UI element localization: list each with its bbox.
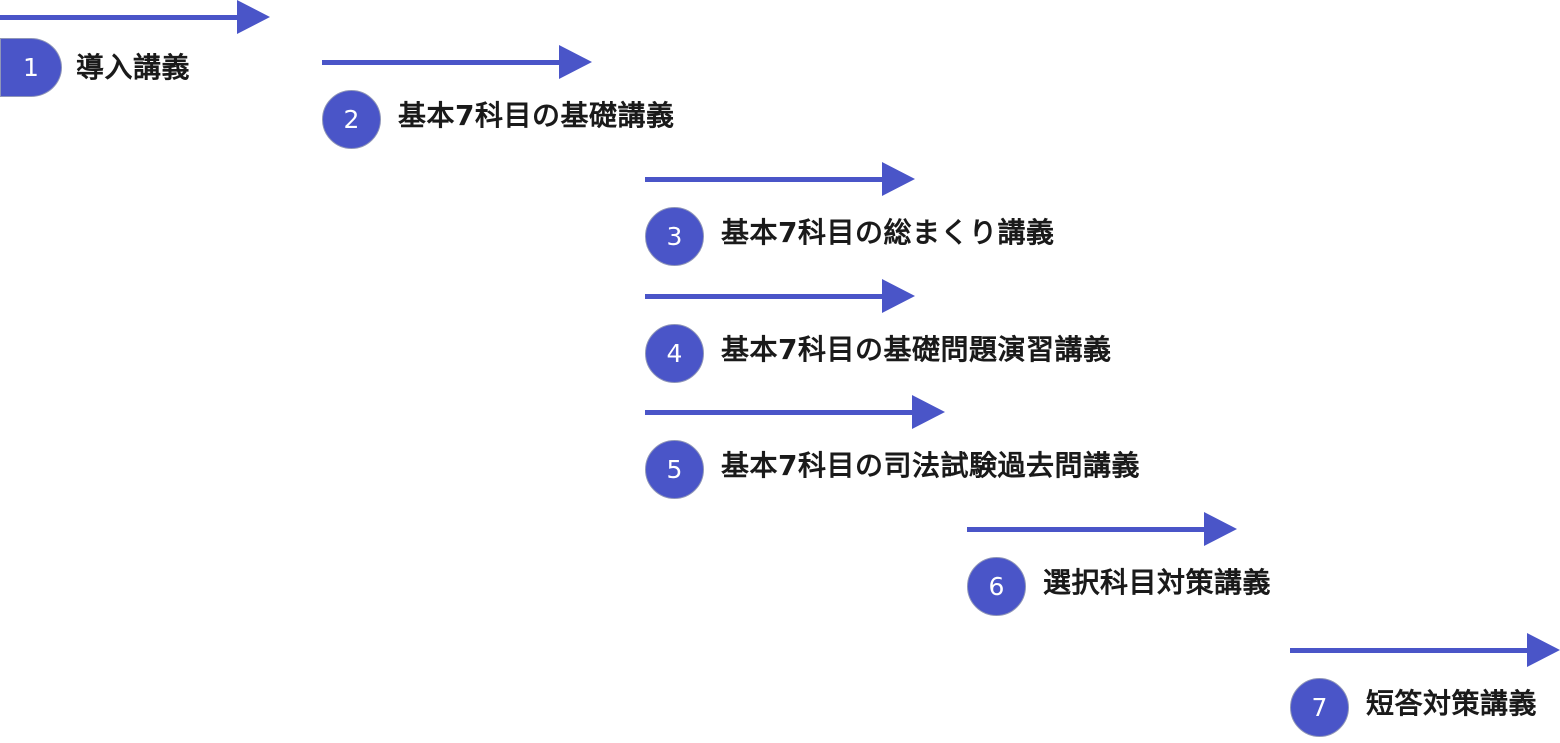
step-6-arrow-line: [967, 527, 1207, 532]
step-4-arrow-head-icon: [882, 279, 915, 313]
step-1-label: 導入講義: [76, 51, 191, 84]
step-1-number-badge: 1: [0, 38, 62, 97]
step-4-number-badge: 4: [645, 324, 704, 383]
step-1-arrow-line: [0, 15, 240, 20]
step-2-arrow-line: [322, 60, 562, 65]
step-6-label: 選択科目対策講義: [1043, 566, 1272, 599]
step-4-label: 基本7科目の基礎問題演習講義: [721, 333, 1112, 366]
step-1-arrow-head-icon: [237, 0, 270, 34]
step-6-arrow-head-icon: [1204, 512, 1237, 546]
step-5-arrow-line: [645, 410, 915, 415]
step-7-number-badge: 7: [1290, 678, 1349, 737]
step-4-arrow-line: [645, 294, 885, 299]
step-2-number-badge: 2: [322, 90, 381, 149]
step-7-label: 短答対策講義: [1366, 687, 1538, 720]
step-3-arrow-head-icon: [882, 162, 915, 196]
step-7-arrow-line: [1290, 648, 1530, 653]
step-5-arrow-head-icon: [912, 395, 945, 429]
step-3-number-badge: 3: [645, 207, 704, 266]
step-3-arrow-line: [645, 177, 885, 182]
step-2-label: 基本7科目の基礎講義: [398, 99, 675, 132]
step-7-arrow-head-icon: [1527, 633, 1560, 667]
step-5-number-badge: 5: [645, 440, 704, 499]
step-5-label: 基本7科目の司法試験過去問講義: [721, 449, 1140, 482]
step-6-number-badge: 6: [967, 557, 1026, 616]
step-3-label: 基本7科目の総まくり講義: [721, 216, 1055, 249]
step-2-arrow-head-icon: [559, 45, 592, 79]
